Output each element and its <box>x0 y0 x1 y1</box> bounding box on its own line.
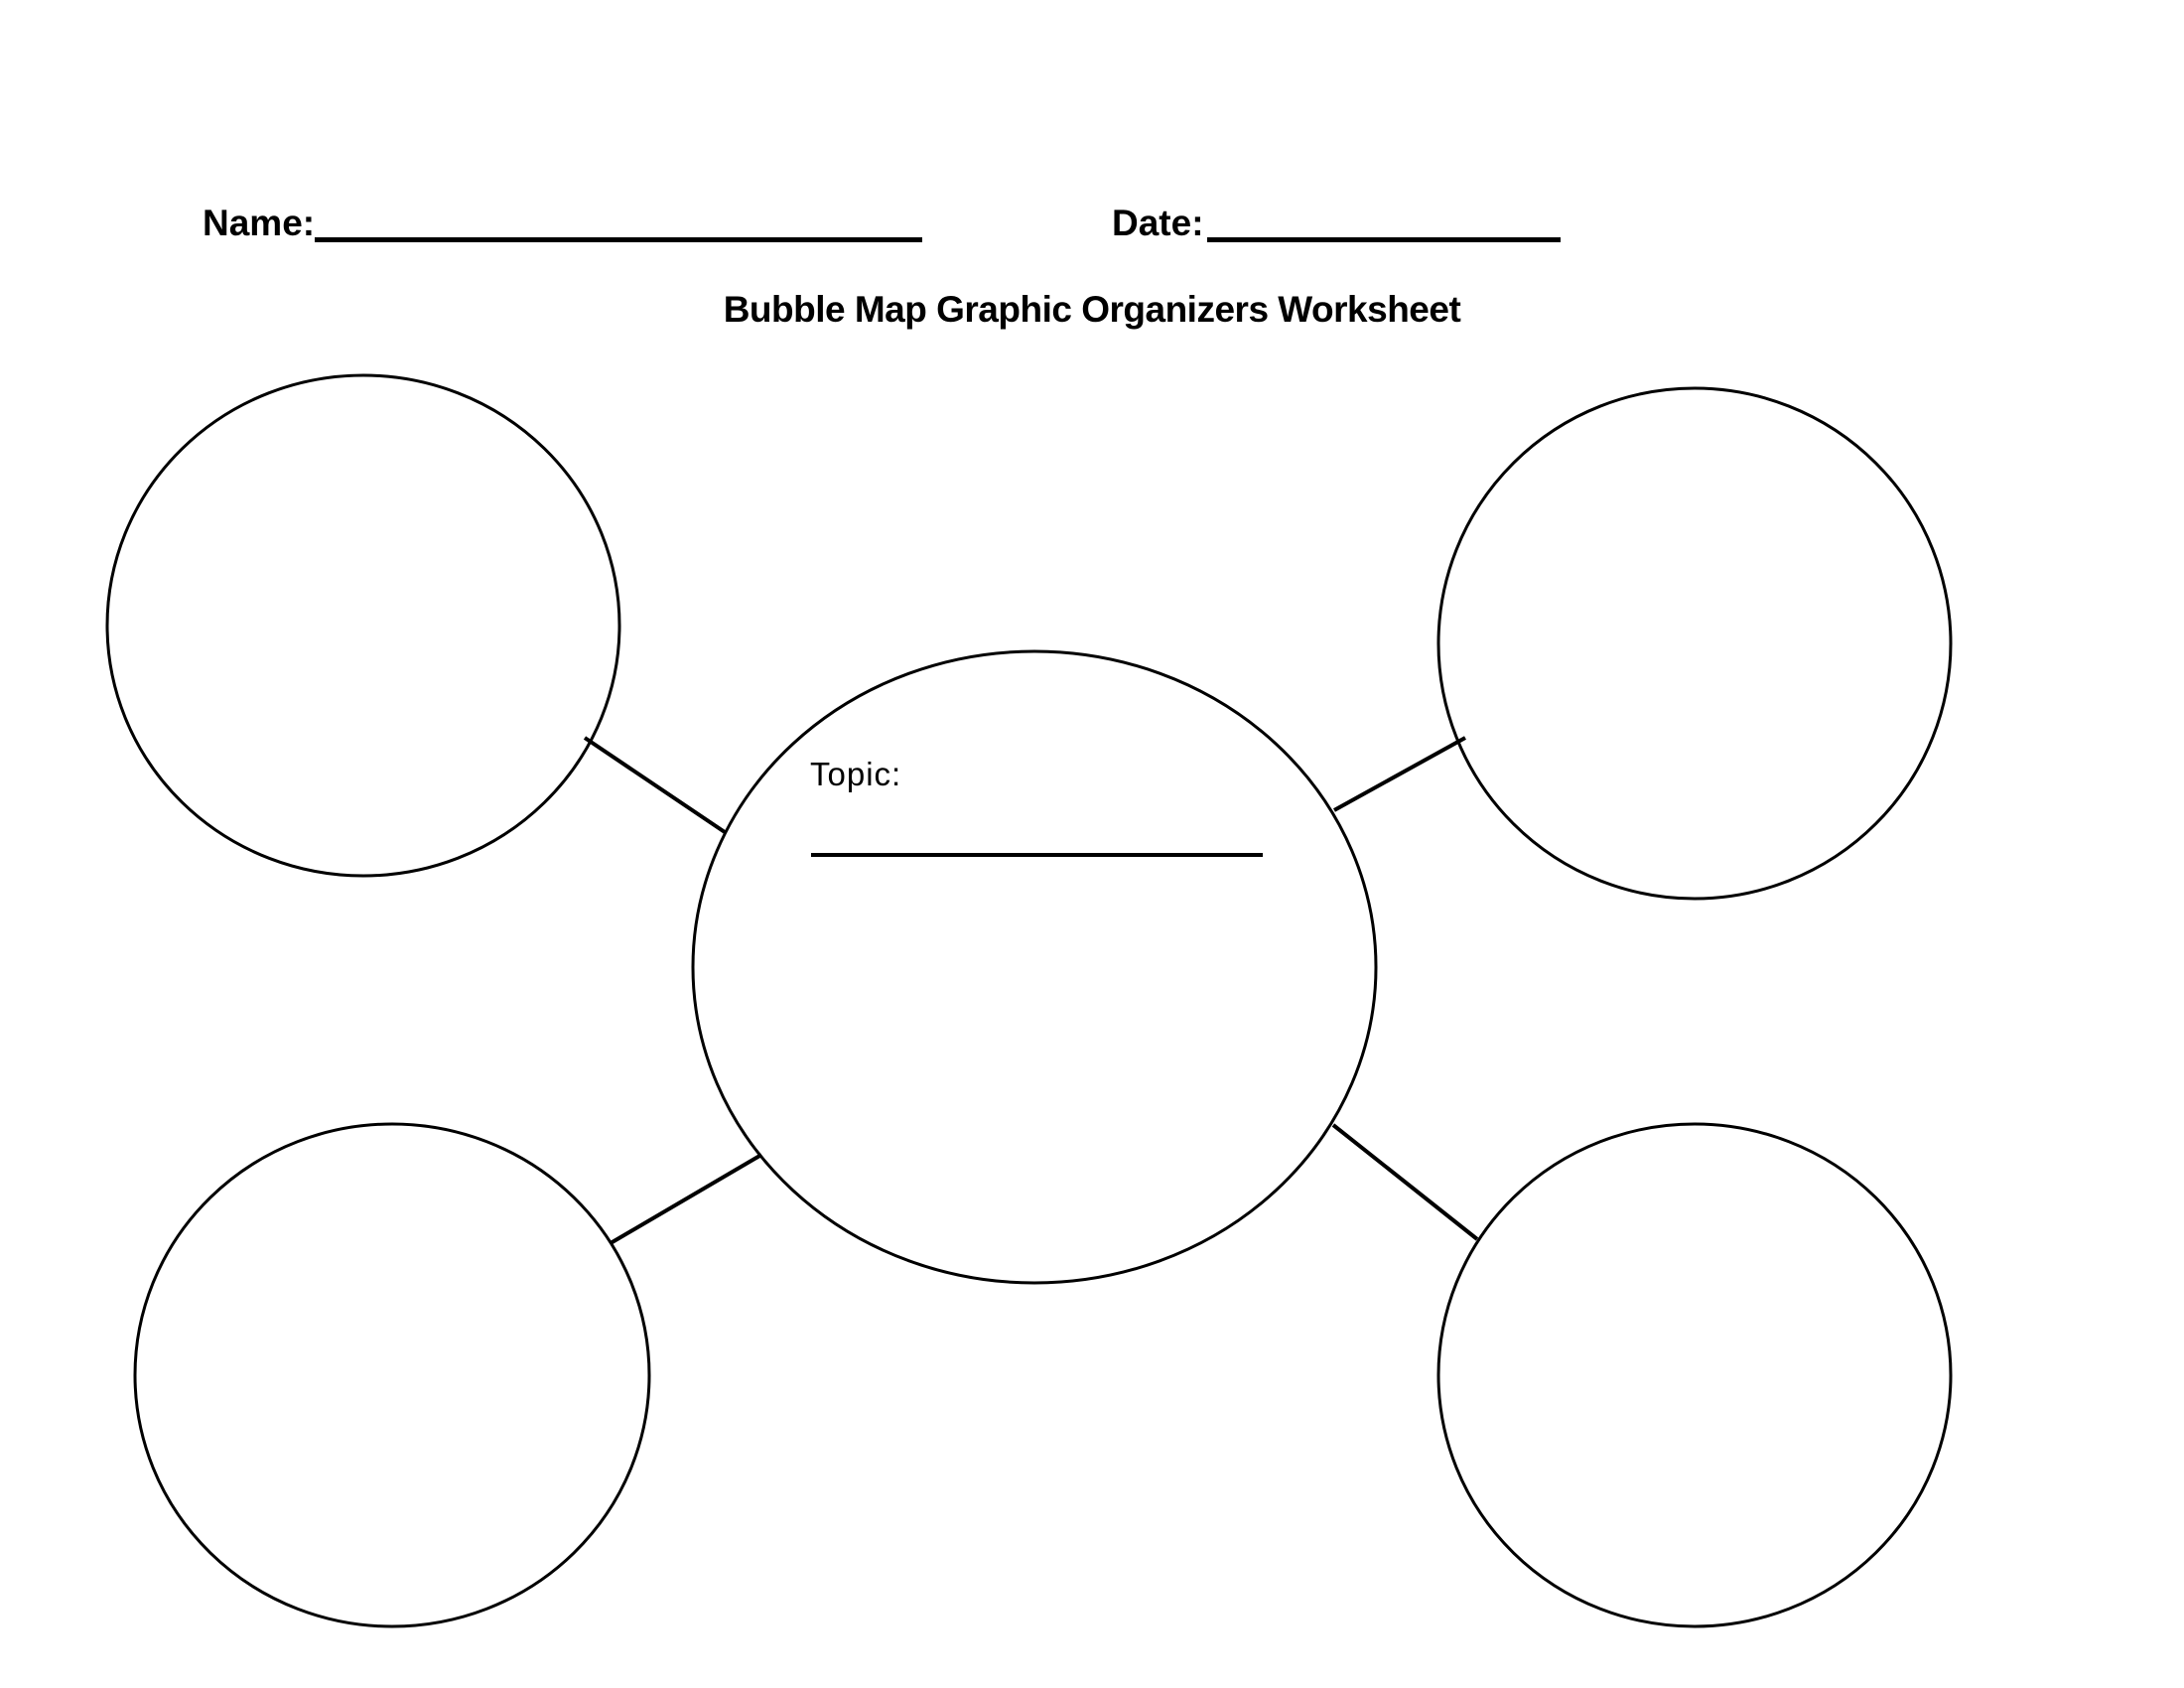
connector-bottom-right <box>1331 1123 1479 1241</box>
topic-label: Topic: <box>810 756 902 792</box>
bubble-bottom-left[interactable] <box>133 1122 651 1628</box>
name-blank-line[interactable] <box>315 237 922 242</box>
connector-top-left <box>583 736 727 834</box>
bubble-topic-center[interactable] <box>691 649 1378 1285</box>
topic-blank-line[interactable] <box>811 853 1263 857</box>
bubble-top-left[interactable] <box>105 373 621 878</box>
connector-bottom-left <box>609 1153 763 1245</box>
name-label: Name: <box>203 203 316 243</box>
worksheet-title: Bubble Map Graphic Organizers Worksheet <box>723 289 1461 330</box>
date-label: Date: <box>1112 203 1204 243</box>
bubble-bottom-right[interactable] <box>1436 1122 1953 1628</box>
bubble-top-right[interactable] <box>1436 386 1953 901</box>
date-blank-line[interactable] <box>1207 237 1561 242</box>
connector-top-right <box>1333 736 1466 812</box>
